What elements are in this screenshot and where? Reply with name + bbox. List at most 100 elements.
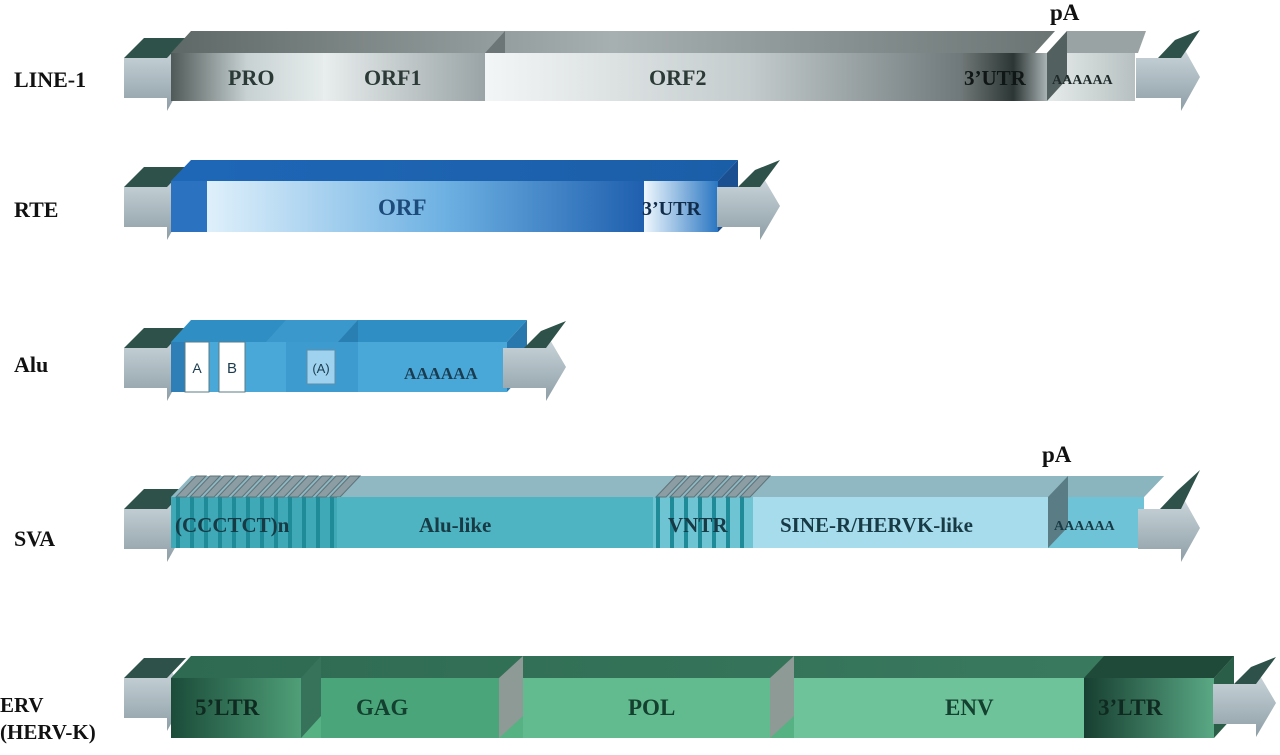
sva-hexamer-repeat [316,497,320,548]
erv-left-arrow [124,663,186,731]
erv-gag-segment [321,678,499,738]
erv-left-arrow-top [124,658,186,678]
sva-alu-like-label: Alu-like [419,513,491,537]
alu-box-a-label: A [192,360,202,376]
sva-vntr-repeat [656,497,660,548]
sva-vntr-segment [653,497,753,548]
erv-right-arrow [1213,669,1276,737]
sva-hexamer-repeat [204,497,208,548]
alu-left-arrow [124,333,186,401]
erv-5ltr-label: 5’LTR [195,695,260,720]
sva-pa-label: pA [1042,442,1072,467]
sva-vntr-repeat [684,497,688,548]
line1-top [171,31,1055,53]
sva-hexamer-repeat-top [272,475,306,498]
line1-tail-top [1047,31,1146,53]
rte-orf-segment [207,181,644,232]
sva-hexamer-repeat-top [230,475,264,498]
sva-siner-label: SINE-R/HERVK-like [780,513,973,537]
sva-hexamer-label: (CCCTCT)n [175,513,290,537]
line1-right-arrow-top [1158,30,1200,58]
sva-tail-label: AAAAAA [1054,519,1116,534]
alu-start-band [171,342,185,392]
sva-siner-segment [753,497,1048,548]
sva-vntr-repeat-top [696,475,730,498]
rte-orf-label: ORF [378,195,427,220]
sva-hexamer-repeat-top [258,475,292,498]
erv-3ltr-top [1084,656,1234,678]
sva-hexamer-repeat [218,497,222,548]
line1-orf2-label: ORF2 [649,65,706,90]
alu-box-a [184,341,210,393]
sva-left-arrow [124,494,186,562]
erv-5ltr-segment [171,678,301,738]
sva-vntr-repeat-top [654,475,688,498]
erv-pol-env-divider [770,656,794,738]
sva-left-arrow-top [124,489,186,509]
erv-element: 5’LTR GAG POL ENV 3’LTR [124,656,1276,738]
sva-hexamer-repeat-top [286,475,320,498]
sva-hexamer-repeat [260,497,264,548]
rte-left-arrow [124,172,186,240]
sva-hexamer-repeat-top [216,475,250,498]
alu-left-arrow-top [124,328,186,348]
sva-hexamer-repeat [288,497,292,548]
sva-hexamer-repeat [330,497,334,548]
alu-right-arrow-top [524,321,566,348]
sva-right-arrow [1138,494,1200,562]
alu-box-b [218,341,246,393]
sva-hexamer-repeat-top [314,475,348,498]
line1-utr-label: 3’UTR [964,66,1027,90]
rte-top [171,160,738,181]
sva-right-arrow-top [1160,470,1200,509]
erv-env-label: ENV [945,695,994,720]
sva-vntr-repeat [712,497,716,548]
erv-env-segment [794,678,1084,738]
erv-3ltr-label: 3’LTR [1098,695,1163,720]
line1-pro-segment [171,53,323,101]
sva-label: SVA [14,526,56,551]
sva-hexamer-repeat [274,497,278,548]
sva-hexamer-repeat-top [244,475,278,498]
line1-utr-segment [963,53,1047,101]
erv-pol-segment [523,678,770,738]
sva-hexamer-stripes [174,475,362,548]
line1-left-arrow-top [124,38,186,58]
line1-left-arrow [124,43,186,111]
sva-hexamer-repeat-top [202,475,236,498]
alu-right-arrow [503,333,566,401]
sva-hexamer-repeat [176,497,180,548]
sva-hexamer-segment [171,497,337,548]
sva-tail-top [1048,476,1164,497]
sva-hexamer-repeat-top [300,475,334,498]
sva-vntr-repeat-top [724,475,758,498]
alu-step-edge [338,320,358,342]
rte-label: RTE [14,197,59,222]
sva-vntr-repeat [726,497,730,548]
line1-element: PRO ORF1 ORF2 3’UTR AAAAAA pA [124,0,1200,111]
line1-tail-divider [1047,31,1067,101]
line1-tail-label: AAAAAA [1052,73,1114,88]
erv-label: ERV [0,693,44,717]
rte-utr-label: 3’UTR [642,198,701,220]
sva-vntr-label: VNTR [668,513,728,537]
line1-right-arrow [1136,43,1200,111]
erv-pol-label: POL [628,695,675,720]
sva-vntr-repeat-top [668,475,702,498]
sva-alu-like-segment [337,497,653,548]
sva-vntr-repeat [698,497,702,548]
erv-gag-pol-divider [499,656,523,738]
erv-gag-label: GAG [356,695,409,720]
alu-box-a-rich [306,349,336,385]
line1-orf2-segment [485,53,963,101]
alu-box-a-rich-label: (A) [312,361,329,376]
line1-orf1-segment [323,53,485,101]
sva-vntr-repeat [740,497,744,548]
sva-vntr-stripes [654,475,772,548]
alu-step-top [266,320,358,342]
erv-sublabel: (HERV-K) [0,720,96,744]
rte-right-arrow-top [738,160,780,187]
rte-left-arrow-top [124,167,186,187]
line1-orf1-label: ORF1 [364,65,421,90]
